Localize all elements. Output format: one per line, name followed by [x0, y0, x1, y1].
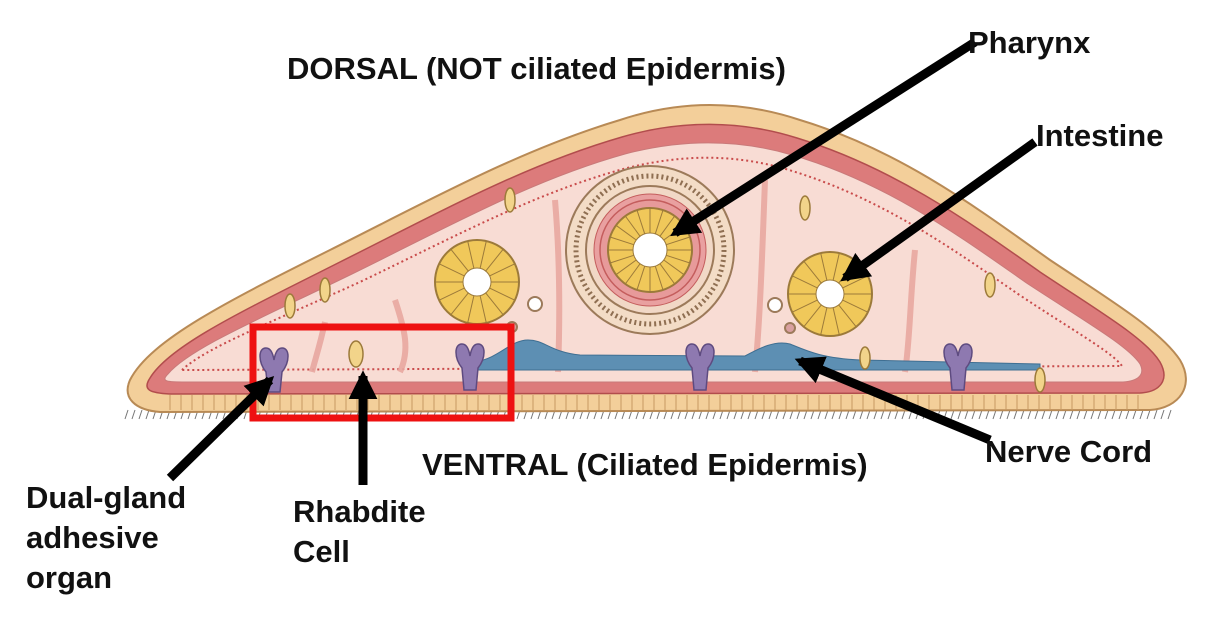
gut-cell-wall	[450, 292, 469, 316]
dual-gland-label-line: Dual-gland	[26, 480, 187, 515]
gut-cell-wall	[624, 263, 641, 285]
gut-cell-wall	[479, 295, 487, 324]
gut-cell-wall	[659, 263, 676, 285]
gut-cell-wall	[467, 295, 475, 324]
gut-cell-wall	[666, 236, 691, 246]
gut-cell-wall	[666, 254, 691, 264]
intestine-right	[787, 251, 873, 337]
gut-cell-wall	[609, 254, 634, 264]
rhabdite-cells	[284, 187, 1046, 393]
small-canals	[506, 296, 796, 334]
gut-cell-wall	[609, 236, 634, 246]
gut-cell-wall	[654, 266, 664, 291]
inner-lining	[179, 156, 1124, 371]
arrow-nerve-cord	[794, 356, 992, 445]
gut-cell-wall	[615, 224, 637, 241]
gut-cell-wall	[636, 209, 646, 234]
gut-cell-wall	[485, 248, 504, 272]
gut-cell-wall	[485, 292, 504, 316]
ventral-label: VENTRAL (Ciliated Epidermis)	[422, 447, 868, 482]
dual-gland-label-line: organ	[26, 560, 113, 595]
intestine-label: Intestine	[1036, 118, 1164, 153]
rhabdite-label-line: Cell	[293, 534, 350, 569]
gut-cell-wall	[820, 252, 828, 281]
intestine-left	[434, 239, 520, 325]
gut-cell-wall	[838, 304, 857, 328]
gut-cell-wall	[489, 263, 516, 277]
gut-cell-wall	[820, 307, 828, 336]
pharynx-label: Pharynx	[968, 25, 1091, 60]
gut-cell-wall	[654, 209, 664, 234]
rhabdite-label: Rhabdite Cell	[293, 492, 426, 572]
pharynx	[565, 165, 735, 335]
label-arrows	[166, 38, 1038, 485]
nerve-cord-label: Nerve Cord	[985, 434, 1153, 469]
gut-cell-wall	[438, 263, 465, 277]
arrow-intestine	[840, 138, 1038, 282]
gut-cell-wall	[636, 266, 646, 291]
gut-cell-wall	[832, 252, 840, 281]
gut-cell-wall	[489, 287, 516, 301]
gut-cell-wall	[803, 304, 822, 328]
gut-cell-wall	[467, 240, 475, 269]
gut-cell-wall	[615, 259, 637, 276]
highlight-box	[249, 323, 515, 422]
gut-cell-wall	[842, 299, 869, 313]
dorsal-label: DORSAL (NOT ciliated Epidermis)	[287, 51, 786, 86]
adhesive-glands	[259, 343, 973, 393]
dual-gland-label: Dual-gland adhesive organ	[26, 478, 186, 598]
arrow-dual-gland	[166, 375, 275, 482]
gut-cell-wall	[479, 240, 487, 269]
rhabdite-label-line: Rhabdite	[293, 494, 426, 529]
nerve-cord	[474, 339, 1041, 371]
gut-cell-wall	[791, 299, 818, 313]
gut-cell-wall	[450, 248, 469, 272]
dual-gland-label-line: adhesive	[26, 520, 159, 555]
arrow-pharynx	[670, 38, 978, 237]
gut-cell-wall	[624, 215, 641, 237]
gut-cell-wall	[832, 307, 840, 336]
gut-cell-wall	[791, 275, 818, 289]
gut-cell-wall	[663, 259, 685, 276]
gut-cell-wall	[803, 260, 822, 284]
gut-cell-wall	[438, 287, 465, 301]
